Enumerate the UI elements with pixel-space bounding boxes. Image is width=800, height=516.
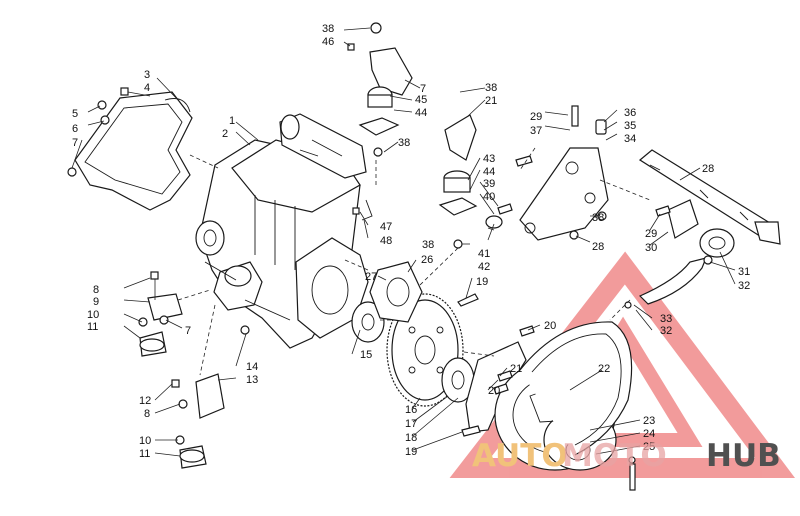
bushing-housing [667,199,735,258]
lower-mount-upper [139,293,183,357]
leader-lines [71,27,736,457]
callout-38-right: 38 [485,82,497,94]
bolt [485,203,513,229]
callout-9: 9 [93,296,99,308]
callout-20-lower: 20 [488,385,500,397]
callout-31: 31 [738,266,750,278]
callout-21-bracket: 21 [510,363,522,375]
callout-2: 2 [222,128,228,140]
callout-29-upper: 29 [530,111,542,123]
bolt [171,379,188,445]
callout-12: 12 [139,395,151,407]
callout-11-upper: 11 [87,321,98,333]
upper-mount-left [358,22,413,157]
drive-belt [519,321,633,456]
spacer-plate [441,357,475,403]
callout-labels: 1 2 3 4 5 6 7 7 7 8 9 10 11 12 8 10 11 1… [72,23,750,460]
watermark-moto: MOTO [562,438,667,474]
callout-17: 17 [405,418,417,430]
callout-7-mount: 7 [420,83,426,95]
adapter-plate [369,261,423,323]
lower-mount-lower [179,373,225,469]
callout-39: 39 [483,178,495,190]
callout-14: 14 [246,361,258,373]
upper-mount-right [438,114,478,249]
callout-46: 46 [322,36,334,48]
callout-27: 27 [365,271,377,283]
callout-38-mid: 38 [398,137,410,149]
callout-6: 6 [72,123,78,135]
bolt [150,271,159,300]
callout-26: 26 [421,254,433,266]
callout-15: 15 [360,349,372,361]
engine-block [195,113,369,349]
watermark-hub: HUB [706,438,781,474]
callout-44-left: 44 [415,107,427,119]
bolt [120,87,151,97]
callout-23: 23 [643,415,655,427]
callout-29-lower: 29 [645,228,657,240]
callout-20-upper: 20 [544,320,556,332]
callout-13: 13 [246,374,258,386]
bolt [67,100,110,177]
callout-1: 1 [229,115,235,127]
callout-41: 41 [478,248,490,260]
watermark-logo: AUTO MOTO HUB [472,438,781,474]
callout-22: 22 [598,363,610,375]
callout-36: 36 [624,107,636,119]
callout-37: 37 [530,125,542,137]
callout-21-mount: 21 [485,95,497,107]
callout-19-lower: 19 [405,446,417,458]
bolt [347,43,373,221]
callout-38-lower: 38 [422,239,434,251]
callout-28-shaft: 28 [702,163,714,175]
callout-33: 33 [660,313,672,325]
callout-44-right: 44 [483,166,495,178]
callout-8-lower: 8 [144,408,150,420]
callout-43: 43 [483,153,495,165]
callout-45: 45 [415,94,427,106]
callout-30: 30 [645,242,657,254]
breather-hose [638,257,707,305]
callout-32-lower: 32 [660,325,672,337]
hub-plate [351,301,385,343]
callout-19-upper: 19 [476,276,488,288]
callout-35: 35 [624,120,636,132]
callout-34: 34 [624,133,636,145]
callout-10-upper: 10 [87,309,99,321]
callout-5: 5 [72,108,78,120]
callout-38-bracket: 38 [592,212,604,224]
callout-48: 48 [380,235,392,247]
callout-24: 24 [643,428,655,440]
bolt [457,293,481,437]
callout-28-bracket: 28 [592,241,604,253]
watermark-auto: AUTO [472,438,568,474]
assembly-lines [177,147,651,376]
callout-4: 4 [144,82,150,94]
front-mount-bracket [519,119,609,241]
bolt [493,325,535,395]
callout-10-lower: 10 [139,435,151,447]
callout-3: 3 [144,69,150,81]
bolt [628,456,636,491]
callout-18: 18 [405,432,417,444]
callout-11-lower: 11 [139,448,150,460]
callout-40: 40 [483,191,495,203]
callout-32-hose: 32 [738,280,750,292]
callout-47: 47 [380,221,392,233]
bolt [138,315,169,327]
callout-25: 25 [643,441,655,453]
bolt [515,105,607,240]
callout-16: 16 [405,404,417,416]
callout-42: 42 [478,261,490,273]
callout-7-cover: 7 [72,137,78,149]
callout-8-upper: 8 [93,284,99,296]
callout-38-top: 38 [322,23,334,35]
support-shaft [638,149,781,245]
nut [240,325,250,335]
callout-7-lower: 7 [185,325,191,337]
